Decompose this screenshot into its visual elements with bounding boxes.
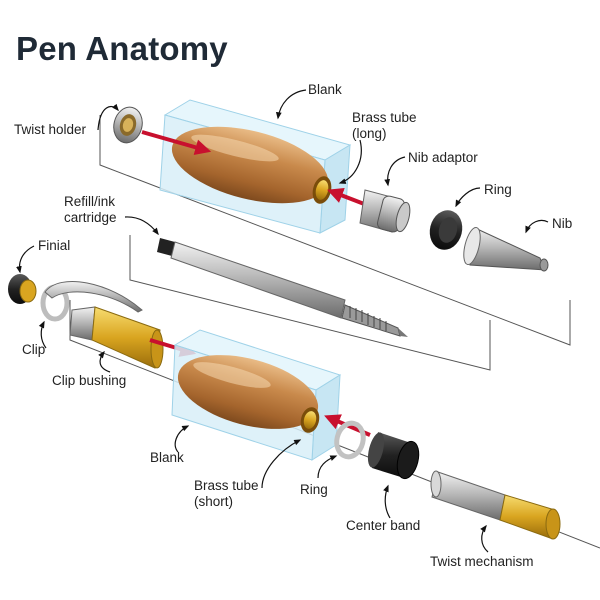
leader-center-band (383, 484, 391, 519)
wood-blank-bottom (177, 355, 319, 429)
leader-twist-holder (97, 103, 119, 131)
label-brass-tube-long-line1: Brass tube (352, 110, 417, 125)
label-refill-line2: cartridge (64, 210, 117, 225)
label-brass-tube-short-line2: (short) (194, 494, 234, 509)
refill-cartridge (157, 238, 408, 337)
label-nib: Nib (552, 216, 573, 231)
ring-top (429, 210, 463, 250)
label-blank-top: Blank (308, 82, 342, 97)
leader-ring-top (455, 187, 481, 208)
label-refill-line1: Refill/ink (64, 194, 116, 209)
bottom-assembly-plane (69, 300, 600, 549)
label-finial: Finial (38, 238, 71, 253)
twist-mechanism (430, 470, 561, 540)
top-assembly-plane (99, 115, 571, 346)
leader-finial (16, 245, 35, 274)
leader-twist-mechanism (480, 524, 489, 553)
label-brass-tube-short: Brass tube (short) (194, 478, 274, 510)
ring-bottom (334, 420, 366, 460)
arrow-twist-holder (141, 130, 212, 156)
brass-tube-short (300, 407, 320, 433)
label-twist-holder: Twist holder (14, 122, 87, 137)
label-clip: Clip (22, 342, 46, 357)
leader-blank-top (275, 89, 307, 120)
leader-lines (16, 89, 549, 553)
label-blank-bottom: Blank (150, 450, 184, 465)
label-brass-tube-long-line2: (long) (352, 126, 387, 141)
finial (8, 274, 37, 304)
leader-brass-tube-short (261, 439, 302, 489)
leader-clip-bushing (98, 350, 111, 373)
label-brass-tube-short-line1: Brass tube (194, 478, 259, 493)
leader-nib (525, 219, 549, 234)
center-band (367, 432, 420, 480)
twist-holder (113, 106, 143, 144)
label-nib-adaptor: Nib adaptor (408, 150, 478, 165)
label-clip-bushing: Clip bushing (52, 373, 127, 388)
clip-bushing (69, 306, 164, 369)
leader-refill (124, 216, 159, 236)
brass-tube-long (312, 176, 332, 204)
leader-ring-bottom (317, 455, 338, 479)
leader-blank-bottom (174, 425, 190, 453)
label-ring-top: Ring (484, 182, 512, 197)
clip (40, 281, 143, 322)
page-title: Pen Anatomy (16, 30, 228, 67)
label-ring-bottom: Ring (300, 482, 328, 497)
label-twist-mechanism: Twist mechanism (430, 554, 534, 569)
nib-adaptor (359, 189, 411, 233)
label-brass-tube-long: Brass tube (long) (352, 110, 432, 142)
refill-plane (129, 235, 491, 371)
nib (463, 226, 549, 272)
leader-clip (38, 320, 47, 349)
leader-brass-tube-long (338, 139, 362, 184)
leader-nib-adaptor (384, 156, 406, 187)
label-refill-cartridge: Refill/ink cartridge (64, 194, 144, 226)
label-center-band: Center band (346, 518, 421, 533)
